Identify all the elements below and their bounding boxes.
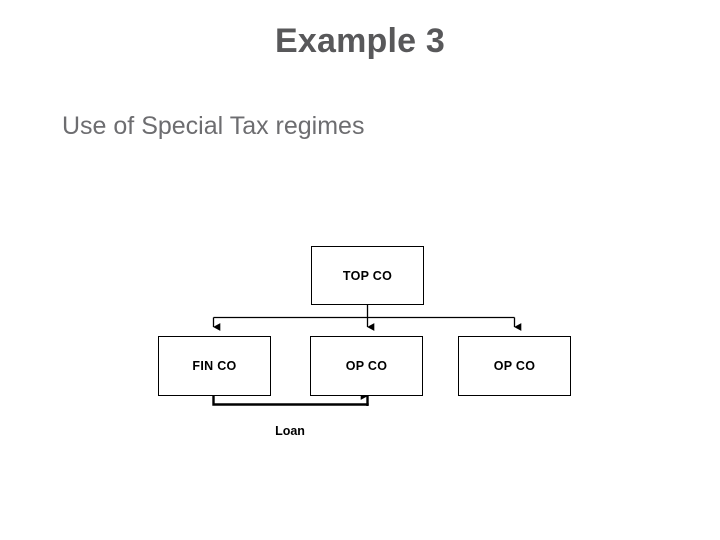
diagram-node-opco-1[interactable]: OP CO	[310, 336, 423, 396]
edge-label-loan: Loan	[275, 424, 305, 438]
page-title: Example 3	[274, 22, 445, 60]
diagram-node-finco[interactable]: FIN CO	[158, 336, 271, 396]
connector-loan-path	[212, 396, 369, 406]
diagram-node-topco[interactable]: TOP CO	[311, 246, 424, 305]
slide-subtitle: Use of Special Tax regimes	[62, 112, 365, 140]
diagram-node-opco-2[interactable]: OP CO	[458, 336, 571, 396]
